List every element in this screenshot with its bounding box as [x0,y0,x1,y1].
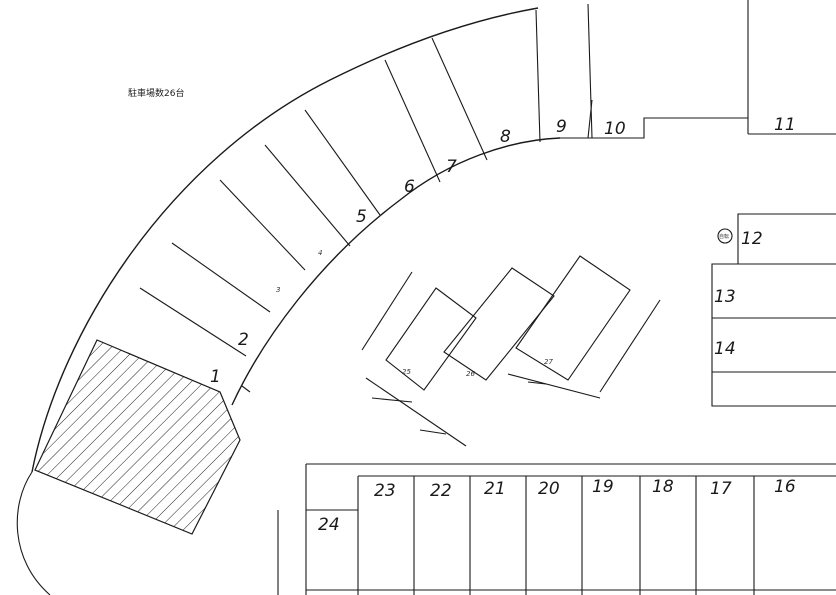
title-text: 駐車場数26台 [128,87,184,99]
center-angled-stalls [361,255,661,447]
stall-25-label: 25 [402,368,411,376]
outer-curve [31,7,539,473]
dimension-ticks [241,381,547,435]
corner-arc [16,471,51,595]
stall-18-label: 18 [652,477,674,497]
stall-17-label: 17 [710,479,732,499]
hatched-zone [34,339,241,535]
stall-5-label: 5 [356,207,367,227]
bottom-row-stalls [277,463,836,595]
top-right-stalls [560,0,836,139]
stall-27-label: 27 [544,358,553,366]
stall-23-label: 23 [374,481,396,501]
stall-13-label: 13 [714,287,736,307]
stall-6-label: 6 [404,177,415,197]
stall-20-label: 20 [538,479,560,499]
bicycle-mark-icon [717,228,733,244]
stall-7-label: 7 [446,157,457,177]
stall-14-label: 14 [714,339,736,359]
stall-16-label: 16 [774,477,796,497]
stall-11-label: 11 [774,115,796,135]
stall-4-label: 4 [318,249,322,257]
inner-curve [231,137,561,406]
stall-24-label: 24 [318,515,340,535]
stall-10-label: 10 [604,119,626,139]
stall-9-label: 9 [556,117,567,137]
stall-1-label: 1 [210,367,221,387]
stall-22-label: 22 [430,481,452,501]
stall-12-label: 12 [741,229,763,249]
curved-stall-dividers [139,3,593,357]
right-side-stalls [711,213,836,407]
stall-26-label: 26 [466,370,475,378]
stall-8-label: 8 [500,127,511,147]
bicycle-mark-text: 自転 [719,233,729,240]
stall-19-label: 19 [592,477,614,497]
stall-2-label: 2 [238,330,249,350]
stall-21-label: 21 [484,479,506,499]
stall-3-label: 3 [276,286,280,294]
